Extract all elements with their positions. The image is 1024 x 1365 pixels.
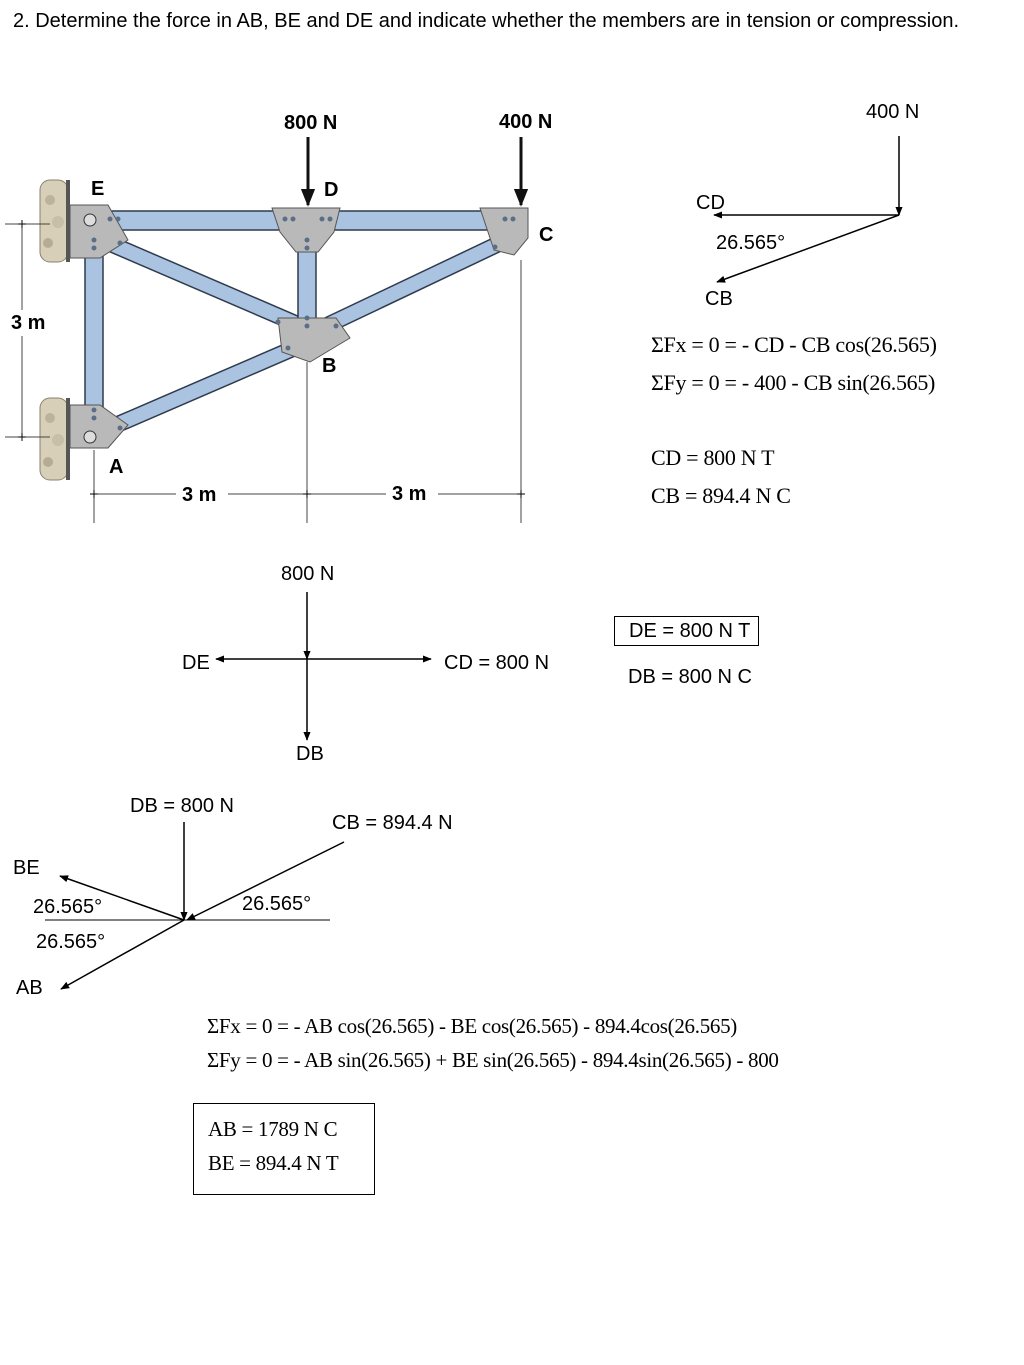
fbd-b-ab-arrow bbox=[60, 919, 185, 990]
fbd-b-be-label: BE bbox=[13, 857, 40, 879]
fbd-joint-d bbox=[215, 592, 432, 741]
fbd-b-equation-fy: ΣFy = 0 = - AB sin(26.565) + BE sin(26.5… bbox=[207, 1048, 779, 1072]
fbd-c-cb-arrow bbox=[716, 214, 900, 283]
fbd-b-angle-be-label: 26.565° bbox=[33, 896, 103, 918]
node-label-b: B bbox=[322, 355, 337, 377]
gusset-c bbox=[479, 207, 529, 256]
node-label-c: C bbox=[539, 224, 554, 246]
fbd-b-cb-label: CB = 894.4 N bbox=[332, 812, 453, 834]
fbd-d-result-db: DB = 800 N C bbox=[628, 666, 752, 688]
fbd-c-result-cd: CD = 800 N T bbox=[651, 445, 775, 470]
member-bc bbox=[309, 228, 517, 341]
fbd-b-angle-ab-label: 26.565° bbox=[36, 931, 106, 953]
node-label-d: D bbox=[324, 179, 339, 201]
fbd-joint-b bbox=[45, 822, 345, 990]
problem-statement: 2. Determine the force in AB, BE and DE … bbox=[13, 10, 960, 32]
fbd-c-cb-label: CB bbox=[705, 288, 733, 310]
fbd-b-be-arrow bbox=[59, 875, 185, 921]
fbd-c-cd-label: CD bbox=[696, 192, 725, 214]
fbd-b-cb-arrow bbox=[186, 841, 345, 921]
gusset-b bbox=[277, 317, 351, 363]
wall-support-bottom bbox=[39, 397, 70, 481]
dimension-left-label: 3 m bbox=[182, 484, 217, 506]
fbd-b-angle-cb-label: 26.565° bbox=[242, 893, 312, 915]
fbd-d-cd-label: CD = 800 N bbox=[444, 652, 550, 674]
fbd-b-equation-fx: ΣFx = 0 = - AB cos(26.565) - BE cos(26.5… bbox=[207, 1014, 738, 1038]
fbd-joint-c bbox=[713, 136, 903, 283]
fbd-c-equation-fy: ΣFy = 0 = - 400 - CB sin(26.565) bbox=[651, 370, 936, 395]
truss-diagram bbox=[5, 137, 529, 523]
fbd-c-equation-fx: ΣFx = 0 = - CD - CB cos(26.565) bbox=[651, 332, 937, 357]
fbd-b-ab-label: AB bbox=[16, 977, 43, 999]
answer-ab: AB = 1789 N C bbox=[208, 1117, 338, 1141]
load-label-d: 800 N bbox=[284, 112, 338, 134]
gusset-d bbox=[271, 207, 341, 253]
fbd-d-db-label: DB bbox=[296, 743, 324, 765]
dimension-right-label: 3 m bbox=[392, 483, 427, 505]
fbd-c-result-cb: CB = 894.4 N C bbox=[651, 483, 791, 508]
fbd-c-angle-label: 26.565° bbox=[716, 232, 786, 254]
dimension-height-label: 3 m bbox=[11, 312, 46, 334]
answer-be: BE = 894.4 N T bbox=[208, 1151, 339, 1175]
node-label-a: A bbox=[109, 456, 124, 478]
member-eb bbox=[93, 230, 301, 332]
node-label-e: E bbox=[91, 178, 105, 200]
fbd-b-db-label: DB = 800 N bbox=[130, 795, 234, 817]
answer-box: AB = 1789 N C BE = 894.4 N T bbox=[193, 1103, 375, 1195]
fbd-c-load-label: 400 N bbox=[866, 101, 920, 123]
fbd-d-load-label: 800 N bbox=[281, 563, 335, 585]
fbd-d-result-de-box: DE = 800 N T bbox=[614, 616, 760, 646]
load-label-c: 400 N bbox=[499, 111, 553, 133]
fbd-d-de-label: DE bbox=[182, 652, 210, 674]
wall-support-top bbox=[39, 179, 70, 263]
